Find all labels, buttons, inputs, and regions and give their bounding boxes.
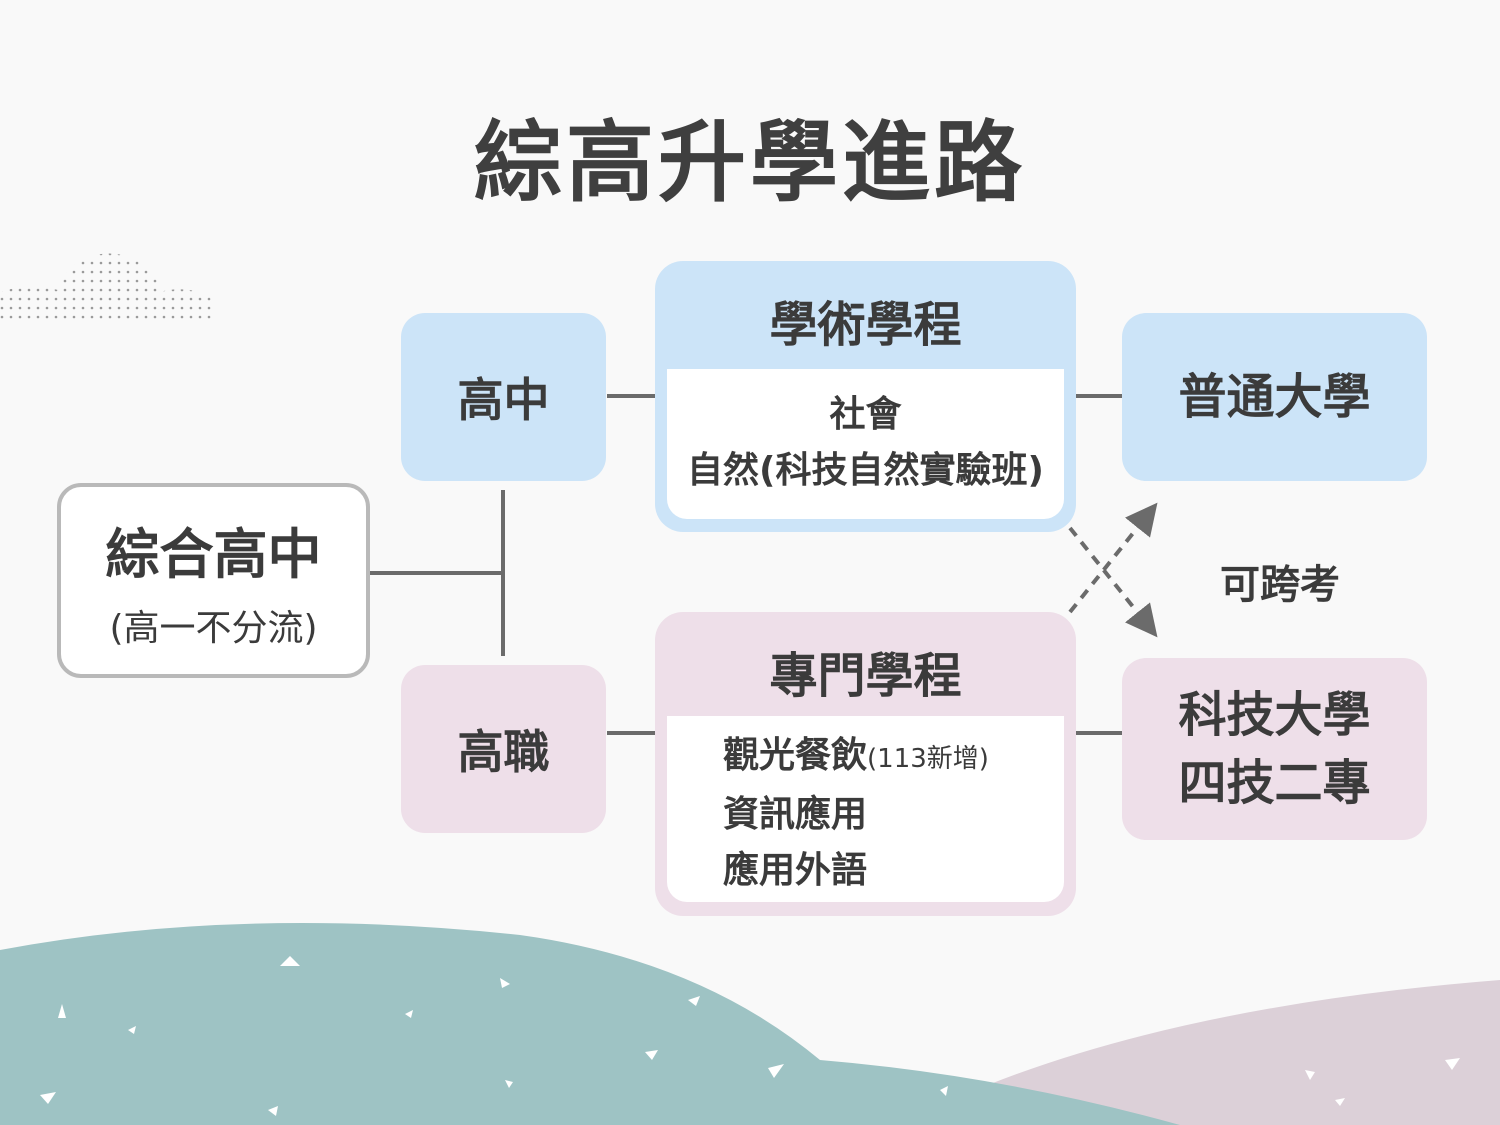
- dotted-cloud-icon: [0, 253, 214, 322]
- page-title: 綜高升學進路: [473, 111, 1026, 214]
- academic-program-body: 社會 自然(科技自然實驗班): [667, 369, 1064, 519]
- confetti-decoration: [40, 956, 1460, 1116]
- cross-exam-label: 可跨考: [1220, 562, 1340, 608]
- tech-university-label: 科技大學: [1178, 687, 1371, 743]
- comprehensive-high-school-box: 綜合高中 (高一不分流): [57, 483, 370, 678]
- professional-line-tourism: 觀光餐飲(113新增): [723, 730, 1064, 785]
- professional-line-it: 資訊應用: [723, 794, 868, 835]
- professional-program-title: 專門學程: [769, 648, 962, 704]
- tourism-label: 觀光餐飲: [723, 735, 868, 776]
- academic-program-title: 學術學程: [769, 297, 962, 353]
- mauve-hill: [900, 980, 1500, 1125]
- senior-high-box: 高中: [401, 313, 606, 481]
- academic-line-social: 社會: [829, 394, 902, 435]
- university-label: 普通大學: [1178, 369, 1371, 425]
- senior-high-label: 高中: [457, 373, 550, 427]
- professional-program-box: 專門學程 觀光餐飲(113新增) 資訊應用 應用外語: [655, 612, 1076, 916]
- vocational-box: 高職: [401, 665, 606, 833]
- academic-program-box: 學術學程 社會 自然(科技自然實驗班): [655, 261, 1076, 532]
- tech-university-box: 科技大學 四技二專: [1122, 658, 1427, 840]
- university-box: 普通大學: [1122, 313, 1427, 481]
- professional-program-body: 觀光餐飲(113新增) 資訊應用 應用外語: [667, 716, 1064, 902]
- main-box-subtitle: (高一不分流): [109, 608, 318, 649]
- professional-line-languages: 應用外語: [723, 850, 868, 891]
- dashed-arrow-to-university: [1068, 502, 1158, 614]
- academic-line-science: 自然(科技自然實驗班): [687, 450, 1044, 491]
- tourism-new-note: (113新增): [867, 744, 989, 774]
- teal-hill: [0, 923, 1180, 1125]
- two-year-college-label: 四技二專: [1178, 755, 1371, 811]
- dashed-arrow-to-tech: [1068, 526, 1158, 638]
- main-box-title: 綜合高中: [105, 523, 322, 586]
- vocational-label: 高職: [457, 725, 550, 779]
